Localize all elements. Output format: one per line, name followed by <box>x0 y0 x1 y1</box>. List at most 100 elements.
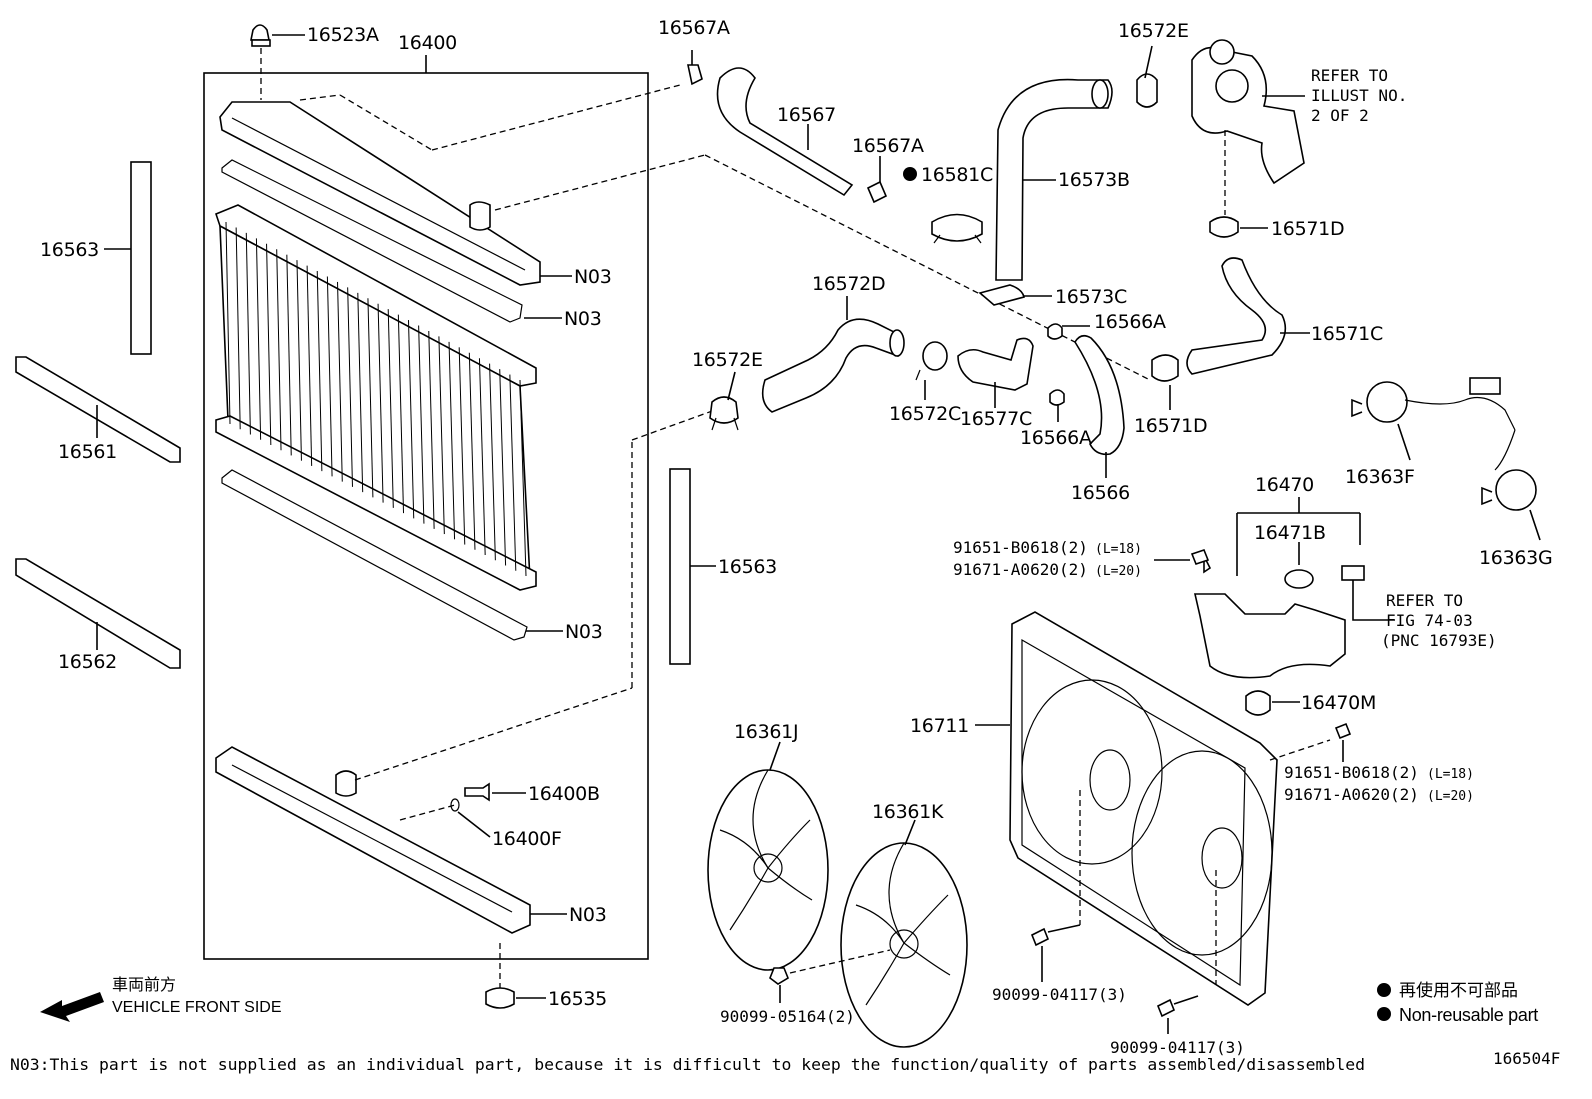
refer-fig-line-3: (PNC 16793E) <box>1381 631 1497 650</box>
label-16572E-top: 16572E <box>1118 20 1189 42</box>
label-16572E-left: 16572E <box>692 349 763 371</box>
label-n03-3: N03 <box>565 621 603 643</box>
hose-16566 <box>1047 323 1125 478</box>
label-90099-05164: 90099-05164(2) <box>720 1007 855 1026</box>
core-fin-line <box>448 341 456 540</box>
seal-16562 <box>15 558 181 669</box>
label-16470M: 16470M <box>1301 692 1376 714</box>
label-16567A-mid: 16567A <box>852 135 924 157</box>
label-16567: 16567 <box>777 104 836 126</box>
label-16563-right: 16563 <box>718 556 777 578</box>
bolt-reservoir <box>1154 549 1210 565</box>
label-16571D-bottom: 16571D <box>1134 415 1207 437</box>
label-16400: 16400 <box>398 32 457 54</box>
bolt-shroud-right <box>1334 722 1352 762</box>
core-fin-line <box>458 347 466 545</box>
core-fin-line <box>266 243 272 445</box>
refer-fig-line-2: FIG 74-03 <box>1386 611 1473 630</box>
hose-16571C <box>1186 257 1310 375</box>
core-fin-line <box>306 265 313 466</box>
front-side-jp: 車両前方 <box>112 975 176 994</box>
seal-16563-left <box>130 161 152 355</box>
label-16581C: 16581C <box>921 164 993 186</box>
label-bolt-b2: 91671-A0620(2) <box>1284 785 1419 804</box>
label-16711: 16711 <box>910 715 969 737</box>
figure-id: 166504F <box>1493 1049 1560 1068</box>
label-bolt-a2-length: (L=20) <box>1095 564 1142 579</box>
label-16471B: 16471B <box>1254 522 1326 544</box>
radiator-core <box>215 204 537 591</box>
refer-fig-line-1: REFER TO <box>1386 591 1463 610</box>
label-16566: 16566 <box>1071 482 1130 504</box>
label-90099-04117-b: 90099-04117(3) <box>1110 1038 1245 1057</box>
label-16573B: 16573B <box>1058 169 1130 191</box>
label-bolt-a2: 91671-A0620(2) <box>953 560 1088 579</box>
footnote-n03: N03:This part is not supplied as an indi… <box>10 1055 1365 1074</box>
fan-16361J <box>707 741 829 971</box>
core-fin-line <box>255 238 262 440</box>
clamp-16573C <box>978 284 1052 306</box>
joint-16577C <box>957 337 1034 408</box>
label-16566A-top: 16566A <box>1094 311 1166 333</box>
core-fin-line <box>377 303 384 503</box>
core-fin-line <box>499 369 507 566</box>
mount-cushion-16535 <box>485 943 546 1009</box>
label-n03-2: N03 <box>564 308 602 330</box>
upper-gasket <box>221 159 523 323</box>
front-arrow-icon <box>40 992 104 1022</box>
core-fin-line <box>418 325 425 524</box>
label-bolt-a1: 91651-B0618(2) <box>953 538 1088 557</box>
core-fin-line <box>387 309 394 508</box>
legend-en: Non-reusable part <box>1399 1005 1538 1025</box>
core-fin-line <box>337 281 343 482</box>
refer-illust-line-2: ILLUST NO. <box>1311 86 1407 105</box>
fan-16361K <box>789 819 968 1048</box>
clamp-16572E-left <box>709 371 739 431</box>
label-16400B: 16400B <box>528 783 600 805</box>
label-16572D: 16572D <box>812 273 885 295</box>
core-fin-line <box>407 320 415 519</box>
core-fin-line <box>347 287 353 487</box>
legend-bullet-en <box>1377 1007 1391 1021</box>
label-16535: 16535 <box>548 988 607 1010</box>
label-16400F: 16400F <box>492 828 562 850</box>
label-16573C: 16573C <box>1055 286 1127 308</box>
fan-motor-16363F <box>1351 377 1516 461</box>
legend-bullet-jp <box>1377 983 1391 997</box>
core-fin-line <box>225 221 231 425</box>
refer-illust-line-1: REFER TO <box>1311 66 1388 85</box>
clamp-16581C <box>903 167 983 244</box>
core-fin-line <box>468 352 476 550</box>
bolt-90099-04117-a <box>1030 924 1081 982</box>
core-fin-line <box>326 276 333 477</box>
core-fin-line <box>397 314 405 514</box>
lower-gasket <box>221 469 528 641</box>
seal-16561 <box>15 356 181 463</box>
core-fin-line <box>428 330 435 529</box>
label-bolt-b1: 91651-B0618(2) <box>1284 763 1419 782</box>
label-16361J: 16361J <box>734 721 798 743</box>
drain-cock-16400B <box>450 782 526 838</box>
hose-16573B <box>995 78 1113 281</box>
label-16571C: 16571C <box>1311 323 1383 345</box>
label-bolt-b1-length: (L=18) <box>1427 767 1474 782</box>
label-16361K: 16361K <box>872 801 944 823</box>
label-16577C: 16577C <box>960 408 1032 430</box>
core-fin-line <box>367 298 374 498</box>
hose-16572D <box>761 296 905 413</box>
lower-tank <box>215 409 716 934</box>
clamp-16571D-top <box>1209 216 1268 238</box>
core-fin-line <box>478 358 486 556</box>
label-16571D-top: 16571D <box>1271 218 1344 240</box>
label-16363F: 16363F <box>1345 466 1415 488</box>
label-bolt-b2-length: (L=20) <box>1427 789 1474 804</box>
refer-illust-line-3: 2 OF 2 <box>1311 106 1369 125</box>
label-16567A-top: 16567A <box>658 17 730 39</box>
fan-motor-16363G <box>1481 429 1541 541</box>
legend-jp: 再使用不可部品 <box>1399 980 1518 1001</box>
label-16563-left: 16563 <box>40 239 99 261</box>
label-n03-1: N03 <box>574 266 612 288</box>
label-16562: 16562 <box>58 651 117 673</box>
label-90099-04117-a: 90099-04117(3) <box>992 985 1127 1004</box>
